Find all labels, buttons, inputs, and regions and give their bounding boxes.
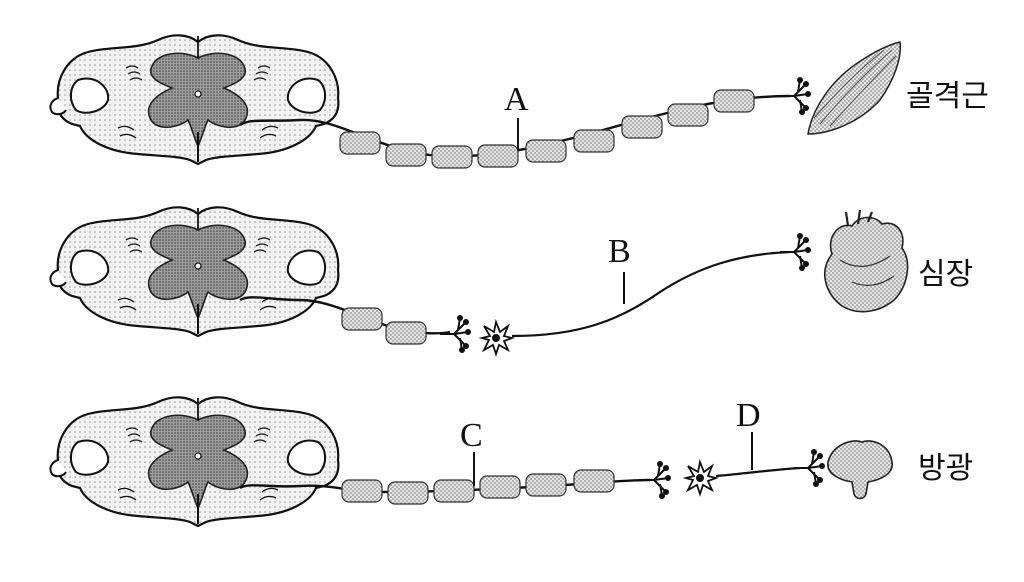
label-a: A xyxy=(504,81,529,118)
axon-terminal-3a xyxy=(639,460,672,500)
spinal-cord-section-1 xyxy=(49,34,340,166)
heart-icon xyxy=(824,209,909,313)
postganglionic-axon-bladder xyxy=(715,466,801,478)
bladder-icon xyxy=(827,440,893,500)
ganglion-neuron-heart xyxy=(481,321,513,355)
ganglion-neuron-bladder xyxy=(685,461,717,495)
pathway-skeletal-muscle: A 골격근 xyxy=(49,34,989,169)
skeletal-muscle-icon xyxy=(807,41,902,135)
postganglionic-axon-heart xyxy=(511,250,791,338)
label-c: C xyxy=(460,417,483,454)
myelin-sheath-row-1 xyxy=(339,89,755,169)
label-b: B xyxy=(608,233,631,270)
organ-label-bladder: 방광 xyxy=(918,451,973,486)
label-d: D xyxy=(736,397,761,434)
myelin-sheath-row-2 xyxy=(341,307,427,345)
spinal-cord-section-3 xyxy=(49,396,340,528)
pathway-bladder: C D 방광 xyxy=(49,396,973,528)
axon-terminal-3b xyxy=(793,448,826,488)
organ-label-skeletal-muscle: 골격근 xyxy=(906,79,989,114)
pathway-heart: B 심장 xyxy=(49,206,973,355)
spinal-cord-section-2 xyxy=(49,206,340,338)
axon-terminal-2b xyxy=(779,232,812,272)
myelin-sheath-row-3 xyxy=(341,469,615,505)
axon-terminal-2a xyxy=(439,314,472,354)
axon-terminal-1 xyxy=(779,76,812,116)
organ-label-heart: 심장 xyxy=(918,257,973,292)
